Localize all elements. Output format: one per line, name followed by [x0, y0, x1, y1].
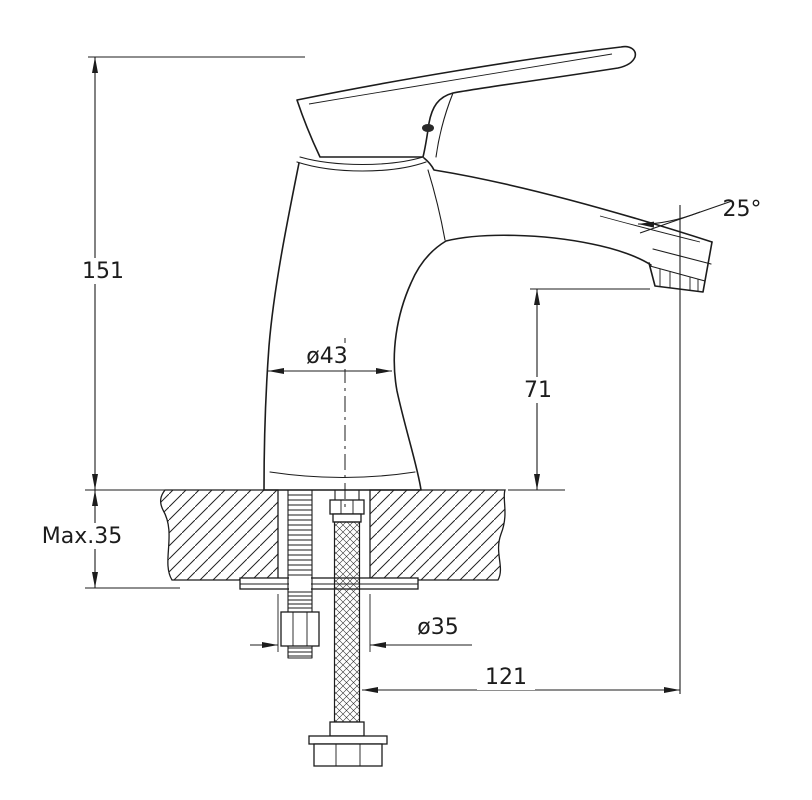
handle-crease — [435, 92, 454, 158]
dimMax35-label-bg — [42, 523, 122, 549]
dim-outlet-height: 71 — [508, 288, 650, 491]
stud-threads-lower — [288, 591, 312, 657]
dim-label-hole-diameter: ø35 — [417, 615, 458, 640]
counter-slab-right — [369, 489, 506, 581]
hose-top-outline — [334, 489, 360, 501]
cartridge-cap-lower — [296, 161, 427, 172]
aerator-ring-upper — [652, 248, 712, 265]
hose-nut-body — [313, 743, 383, 767]
faucet-body-outline — [263, 162, 652, 491]
base-ring-curve — [269, 471, 416, 479]
dim-spout-reach: 121 — [362, 205, 681, 694]
handle-lever-outline — [296, 45, 637, 158]
dim-label-outlet-height: 71 — [524, 378, 552, 403]
aerator-outline — [648, 241, 713, 293]
dim-label-total-height: 151 — [82, 259, 124, 284]
mounting-nut — [280, 611, 320, 647]
hose-collar-top — [332, 513, 362, 523]
dim-label-spout-reach: 121 — [485, 665, 527, 690]
hose-nut-faces — [335, 744, 361, 766]
temp-indicator-dot — [422, 124, 434, 132]
dim-body-diameter: ø43 — [268, 343, 392, 374]
dim25-arc — [637, 211, 701, 228]
hose-fitting — [329, 499, 365, 515]
dim-total-height: 151 — [82, 56, 305, 491]
washer-plate — [239, 577, 419, 590]
faucet — [263, 45, 713, 491]
cartridge-cap-upper — [299, 156, 424, 166]
dim-hole-diameter: ø35 — [250, 594, 472, 652]
spout-top-edge — [423, 157, 713, 243]
stud-threads-upper — [288, 494, 312, 576]
countertop-section — [159, 489, 506, 581]
dim-max-thickness: Max.35 — [42, 490, 180, 589]
spout-inner-line — [599, 215, 701, 243]
hose-collar-bottom — [329, 721, 365, 737]
counter-slab-left — [159, 489, 279, 581]
dim121-label-bg — [477, 664, 535, 690]
dim-label-max-thickness: Max.35 — [42, 524, 122, 549]
handle-bevel-line — [308, 53, 613, 105]
spout-neck-crease — [427, 169, 446, 241]
dim151-label-bg — [82, 258, 124, 284]
dim-label-spout-angle: 25° — [723, 197, 762, 222]
washer-plate-body — [239, 577, 419, 590]
hose-fitting-faces — [340, 500, 354, 514]
hose-nut-flange — [308, 735, 388, 745]
supply-hose — [308, 489, 388, 767]
hose-braid — [333, 521, 361, 723]
dim-label-body-diameter: ø43 — [306, 344, 347, 369]
dim71-label-bg — [521, 377, 555, 403]
mounting-stud — [280, 489, 320, 659]
mounting-nut-faces — [292, 612, 308, 646]
aerator-ring-lower — [649, 265, 706, 282]
dim-spout-angle: 25° — [637, 197, 762, 234]
dim43-label-bg — [299, 343, 355, 369]
